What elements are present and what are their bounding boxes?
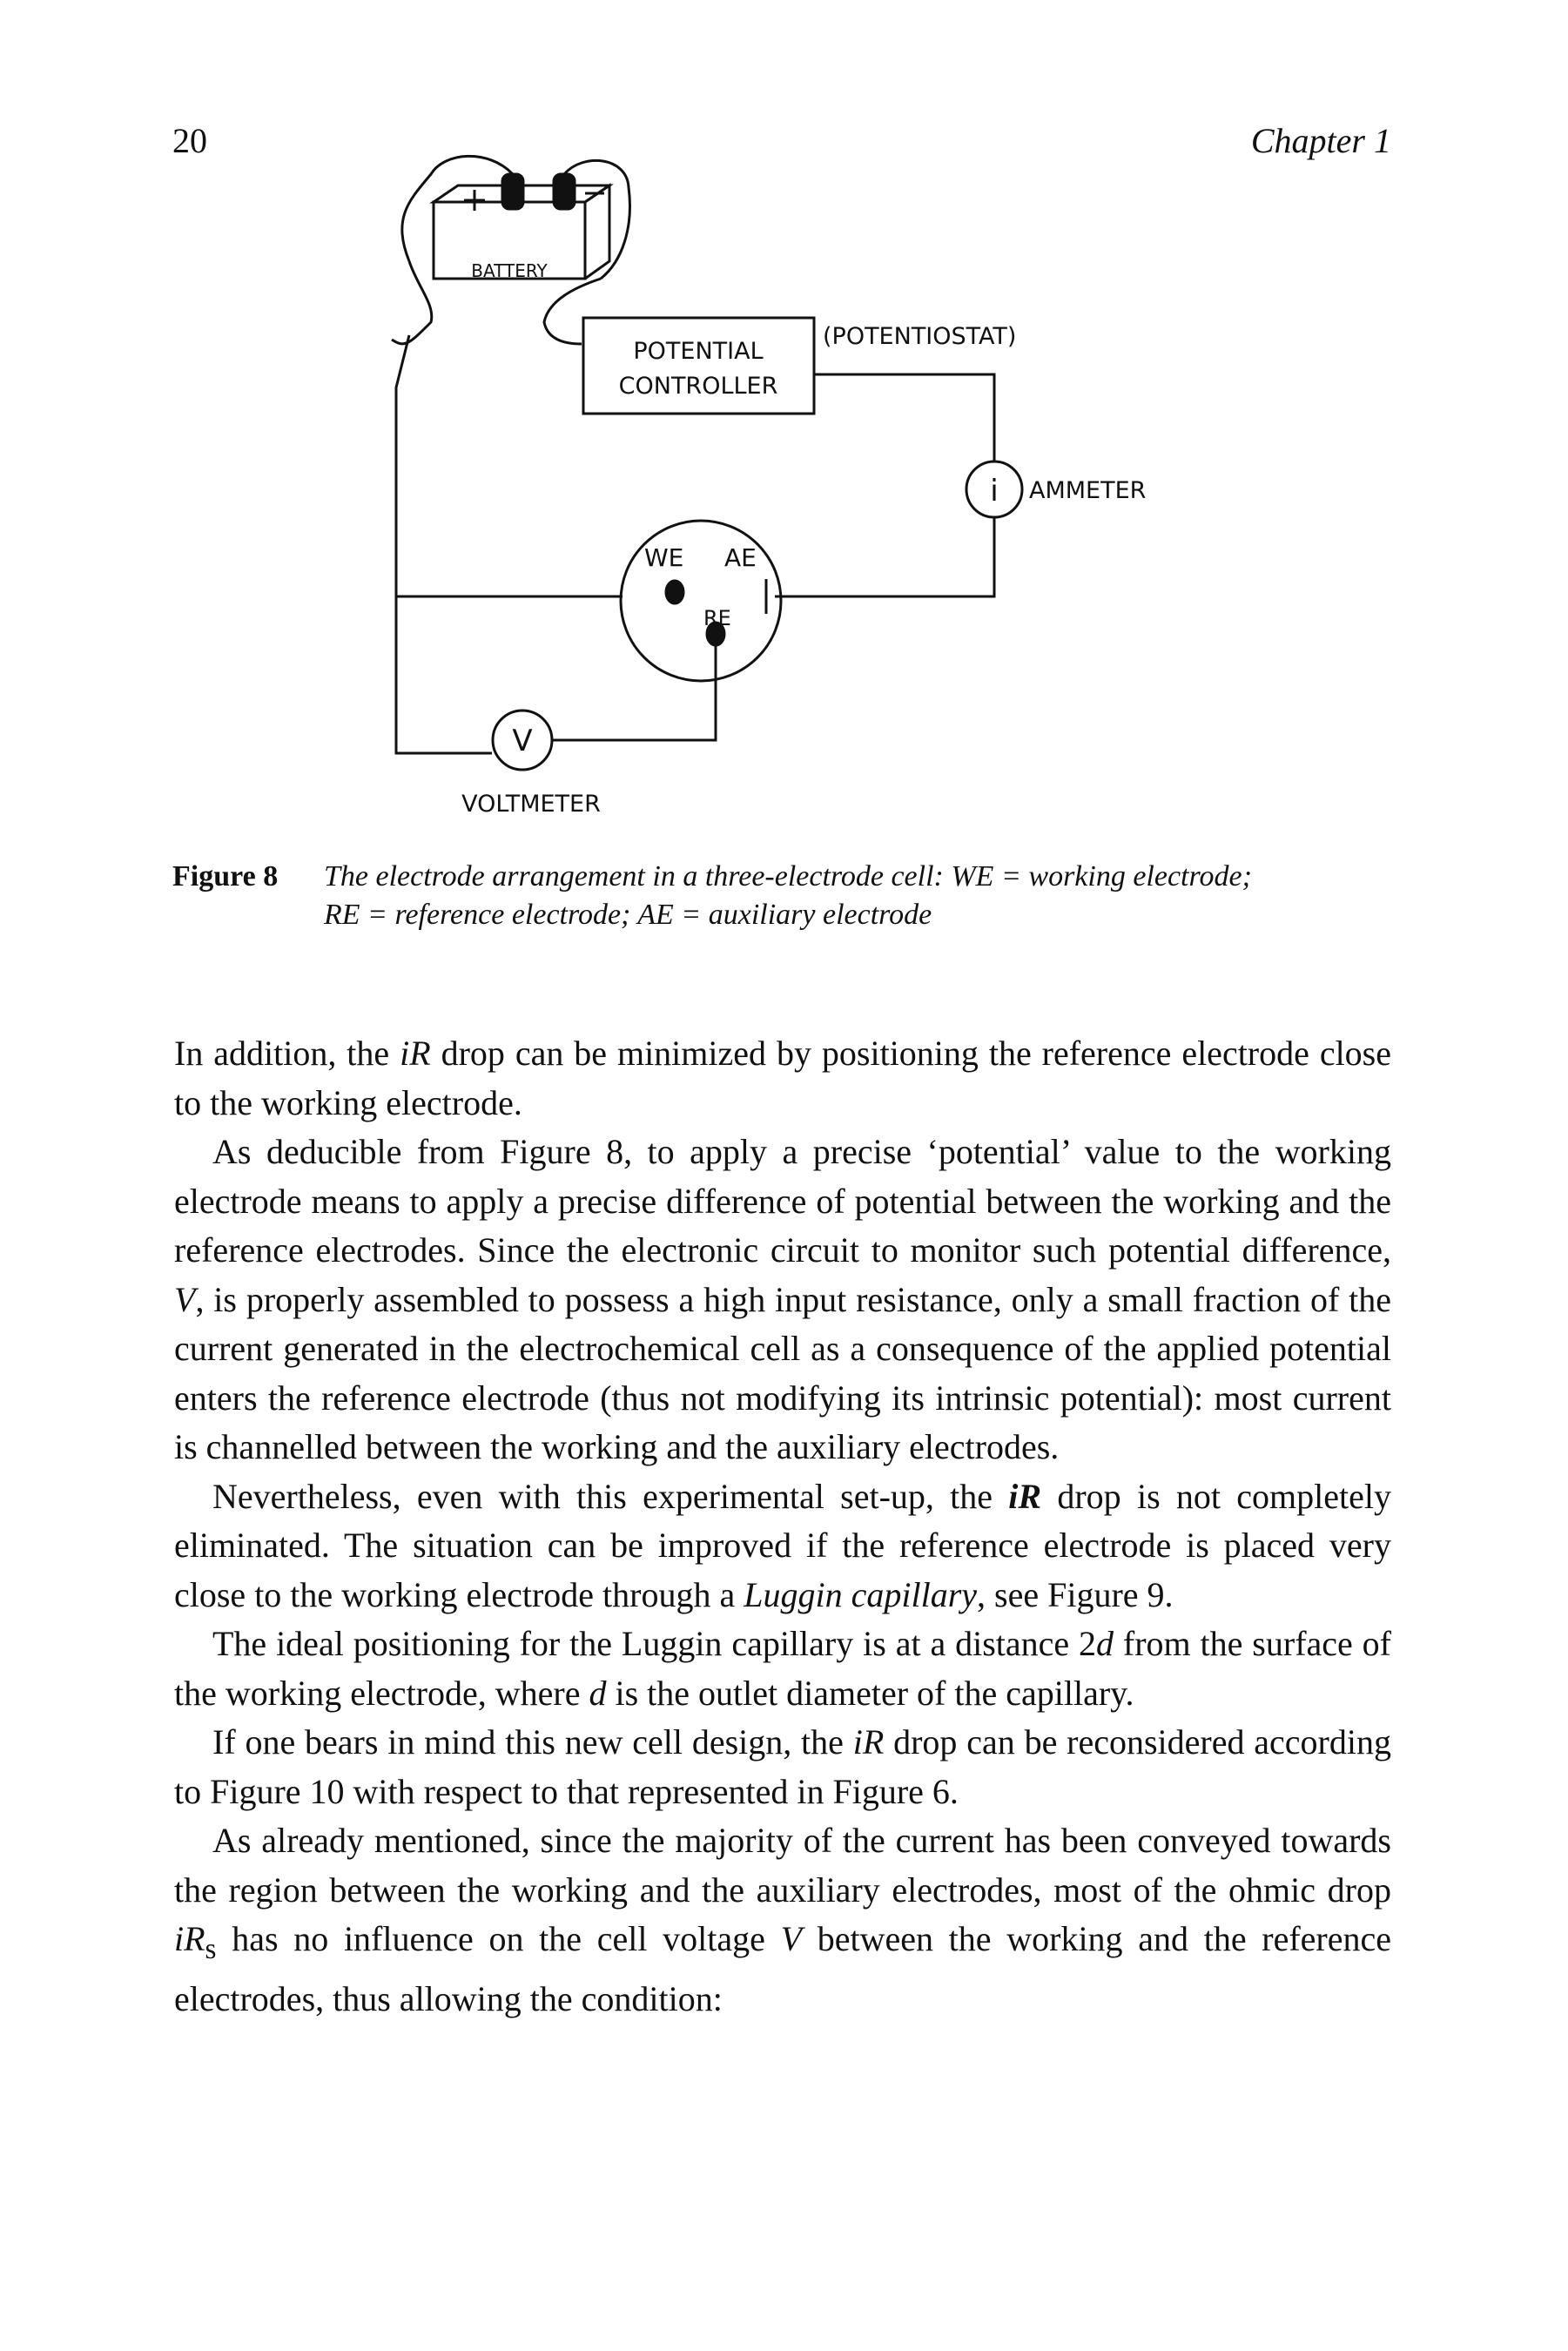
battery-symbol — [391, 154, 631, 346]
paragraph-6: As already mentioned, since the majority… — [174, 1821, 1391, 2018]
electrochemical-cell — [619, 519, 783, 683]
paragraph-2: As deducible from Figure 8, to apply a p… — [174, 1132, 1391, 1466]
running-head: Chapter 1 — [1250, 121, 1391, 160]
body-text: In addition, the iR drop can be minimize… — [174, 1029, 1391, 2024]
voltmeter-symbol — [491, 709, 554, 771]
voltmeter-v: V — [512, 724, 532, 758]
paragraph-5: If one bears in mind this new cell desig… — [174, 1722, 1391, 1811]
ae-label: AE — [724, 543, 757, 572]
we-label: WE — [644, 543, 683, 572]
ammeter-i: i — [990, 474, 998, 509]
battery-label: BATTERY — [471, 260, 548, 281]
potential-controller-box — [582, 316, 816, 415]
controller-label-1: POTENTIAL — [633, 338, 763, 365]
potentiostat-label: (POTENTIOSTAT) — [823, 323, 1016, 350]
three-electrode-cell-diagram: BATTERY + − POTENTIAL CONTROLLER (POTENT… — [391, 154, 1146, 818]
working-electrode — [664, 579, 685, 605]
page-number: 20 — [172, 121, 207, 160]
paragraph-3: Nevertheless, even with this experimenta… — [174, 1476, 1392, 1614]
caption-line-2: RE = reference electrode; AE = auxiliary… — [324, 899, 932, 931]
paragraph-4: The ideal positioning for the Luggin cap… — [174, 1624, 1391, 1713]
paragraph-1: In addition, the iR drop can be minimize… — [174, 1034, 1392, 1122]
controller-label-2: CONTROLLER — [619, 373, 778, 400]
caption-label: Figure 8 — [172, 860, 279, 893]
caption-line-1: The electrode arrangement in a three-ele… — [324, 860, 1252, 893]
voltmeter-label: VOLTMETER — [461, 791, 601, 818]
reference-electrode — [705, 621, 726, 647]
ammeter-label: AMMETER — [1029, 477, 1146, 504]
